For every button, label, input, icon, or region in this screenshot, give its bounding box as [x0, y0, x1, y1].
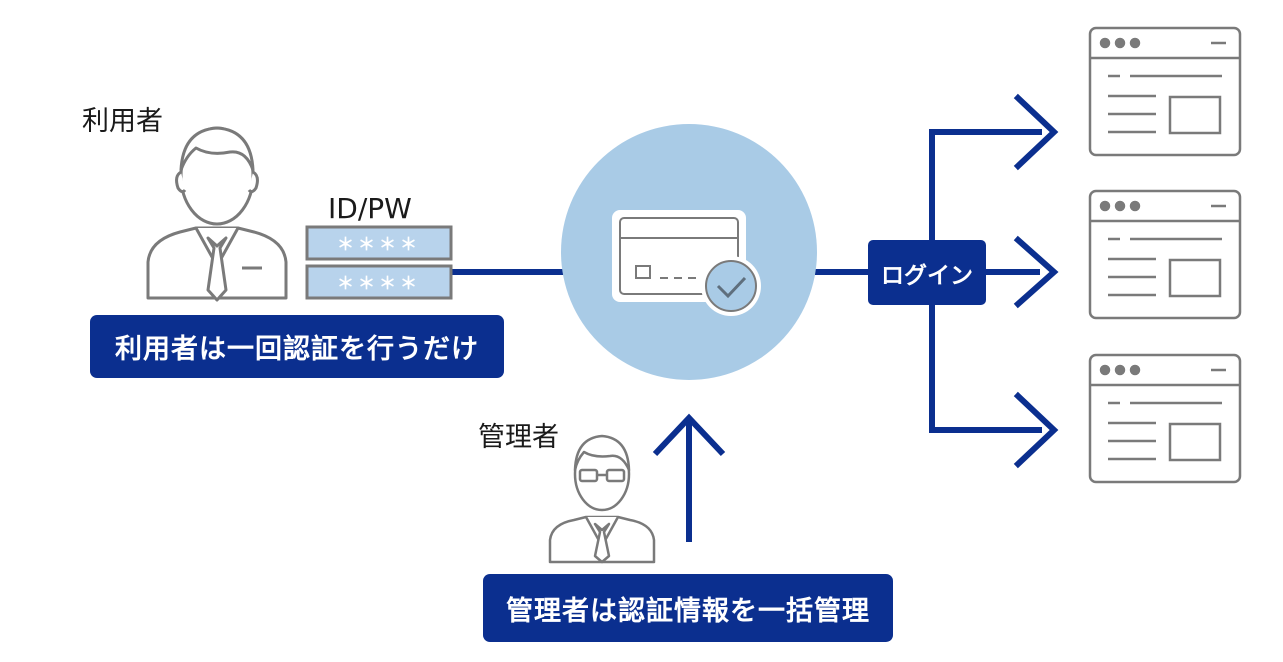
login-box: ログイン: [868, 240, 986, 305]
password-mask-1: ＊＊＊＊: [337, 235, 421, 255]
user-note-banner: 利用者は一回認証を行うだけ: [90, 315, 504, 378]
user-label: 利用者: [82, 106, 163, 137]
browser-window-icon-1: [1088, 26, 1242, 157]
password-field-2: ＊＊＊＊: [305, 264, 453, 300]
arrow-head-app-2: [1013, 235, 1059, 309]
password-mask-2: ＊＊＊＊: [337, 274, 421, 294]
browser-window-icon-3: [1088, 353, 1242, 484]
admin-up-arrow: [652, 413, 726, 542]
password-field-1: ＊＊＊＊: [305, 225, 453, 261]
admin-label: 管理者: [478, 422, 559, 453]
arrow-head-app-3: [1013, 391, 1059, 469]
arrow-heads: [1013, 93, 1059, 469]
arrow-head-app-1: [1013, 93, 1059, 171]
check-icon: [701, 256, 761, 316]
admin-note-banner: 管理者は認証情報を一括管理: [483, 574, 893, 642]
admin-icon: [548, 434, 656, 564]
user-icon: [146, 126, 288, 302]
browser-window-icon-2: [1088, 189, 1242, 320]
credentials-label: ID/PW: [328, 192, 412, 225]
